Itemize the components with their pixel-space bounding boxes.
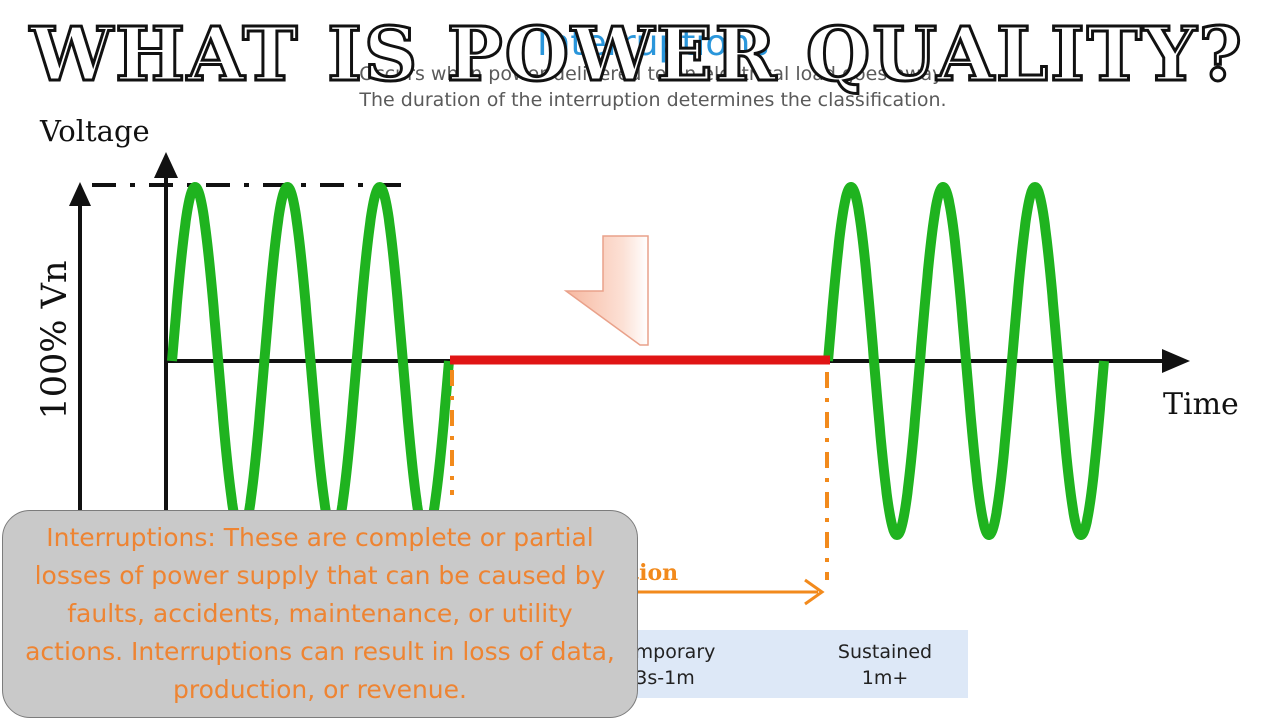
interruptions-header: Interruptions Occurs when power delivere… (300, 26, 1006, 113)
waveform-after-interruption (823, 182, 1109, 540)
header-title: Interruptions (536, 23, 770, 64)
slide-title: WHAT IS POWER QUALITY? (29, 12, 1244, 98)
classification-temporary: Temporary 3s-1m (600, 640, 730, 691)
header-line-1: Occurs when power delivered to an electr… (359, 63, 947, 85)
header-line-2: The duration of the interruption determi… (359, 88, 947, 111)
temporary-range: 3s-1m (635, 666, 695, 689)
y-scale-label: 100% Vn (35, 260, 75, 419)
time-axis-arrowhead (1162, 349, 1190, 373)
sustained-name: Sustained (837, 641, 933, 663)
temporary-name: Temporary (614, 641, 716, 663)
pointer-arrow-icon (563, 235, 649, 346)
sustained-range: 1m+ (861, 666, 909, 689)
callout-box: Interruptions: These are complete or par… (2, 510, 638, 718)
y-axis-label: Voltage (39, 114, 150, 148)
callout-text: Interruptions: These are complete or par… (25, 523, 615, 704)
scale-arrow-head (69, 182, 91, 206)
voltage-axis-arrowhead (154, 152, 178, 178)
classification-sustained: Sustained 1m+ (815, 640, 955, 691)
x-axis-label: Time (1163, 387, 1239, 422)
duration-arrow-head (804, 578, 825, 606)
waveform-before-interruption (167, 182, 454, 540)
